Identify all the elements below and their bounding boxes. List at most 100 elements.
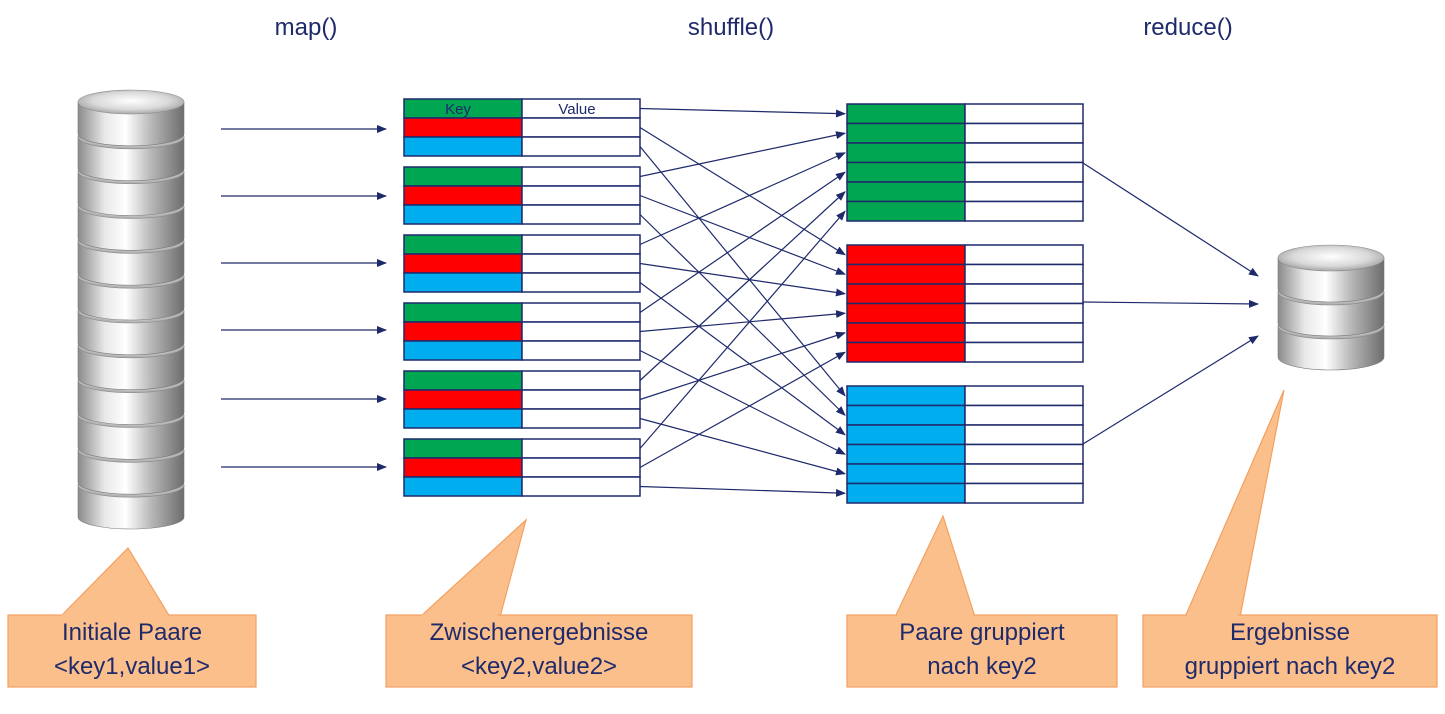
key-cell	[846, 200, 966, 222]
grouped-block-blue	[846, 385, 1084, 504]
shuffle-arrow	[639, 194, 846, 275]
value-cell	[964, 443, 1084, 465]
key-cell	[846, 424, 966, 446]
value-cell	[964, 181, 1084, 203]
value-column-header: Value	[558, 101, 595, 118]
value-cell	[964, 302, 1084, 324]
key-cell	[846, 404, 966, 426]
shuffle-arrow	[639, 262, 846, 297]
key-column-header: Key	[445, 101, 471, 118]
input-database-stack	[77, 89, 185, 530]
shuffle-arrow	[639, 152, 846, 246]
key-cell	[403, 204, 523, 225]
key-cell	[403, 370, 523, 391]
key-cell	[403, 457, 523, 478]
disk-side	[77, 380, 185, 425]
shuffle-arrow	[639, 131, 846, 178]
value-cell	[521, 272, 641, 293]
database-disk	[77, 89, 185, 147]
key-cell	[403, 321, 523, 342]
callout-box	[846, 614, 1118, 688]
shuffle-arrow	[639, 485, 846, 497]
shuffle-arrow	[639, 282, 846, 436]
value-cell	[521, 166, 641, 187]
database-disk	[1277, 244, 1385, 303]
shuffle-arrow	[639, 107, 846, 118]
value-cell	[964, 161, 1084, 183]
disk-side	[77, 136, 185, 181]
disk-side	[77, 310, 185, 356]
callout-joint	[897, 614, 973, 618]
key-cell	[846, 161, 966, 183]
shuffle-arrow	[639, 210, 846, 449]
disk-side	[77, 484, 185, 530]
value-cell	[964, 283, 1084, 305]
reduce-arrow	[1082, 299, 1259, 308]
key-cell	[403, 438, 523, 459]
callout-bubble	[846, 514, 1118, 688]
shuffle-arrow	[639, 214, 846, 416]
disk-side	[77, 171, 185, 216]
key-cell	[846, 122, 966, 144]
value-cell	[521, 234, 641, 255]
key-cell	[403, 234, 523, 255]
disk-top	[1277, 244, 1385, 272]
value-cell	[521, 302, 641, 323]
map-phase-title: map()	[274, 14, 338, 41]
key-cell	[846, 482, 966, 504]
key-cell	[846, 322, 966, 344]
value-cell	[964, 482, 1084, 504]
callout-box	[7, 614, 257, 688]
value-cell	[521, 204, 641, 225]
value-cell	[964, 122, 1084, 144]
disk-side	[77, 241, 185, 286]
shuffle-arrow	[639, 351, 846, 469]
callout-joint	[62, 614, 168, 618]
disk-side	[77, 415, 185, 460]
shuffle-arrow	[639, 191, 846, 381]
callout-bubble	[1142, 389, 1438, 688]
shuffle-phase-title: shuffle()	[687, 14, 775, 41]
value-cell	[964, 103, 1084, 125]
shuffle-arrow	[639, 146, 846, 397]
key-cell	[846, 385, 966, 407]
key-cell	[403, 136, 523, 157]
value-cell	[521, 321, 641, 342]
shuffle-arrow	[639, 126, 846, 256]
shuffle-arrow	[639, 417, 846, 476]
callout-bubble	[7, 547, 257, 688]
intermediate-block	[403, 370, 641, 429]
value-cell	[964, 200, 1084, 222]
reduce-phase-title: reduce()	[1143, 14, 1233, 41]
key-cell	[846, 103, 966, 125]
reduce-arrow	[1082, 162, 1259, 277]
value-cell	[521, 457, 641, 478]
intermediate-block	[403, 302, 641, 361]
shuffle-arrow	[639, 310, 846, 333]
key-cell	[403, 476, 523, 497]
output-database	[1277, 244, 1385, 371]
key-cell	[403, 117, 523, 138]
disk-side	[77, 345, 185, 390]
intermediate-block	[403, 438, 641, 497]
key-cell	[846, 283, 966, 305]
value-cell	[521, 476, 641, 497]
key-cell	[403, 253, 523, 274]
value-cell	[521, 185, 641, 206]
value-cell	[521, 117, 641, 138]
intermediate-results	[403, 98, 641, 497]
grouped-block-red	[846, 244, 1084, 363]
disk-side	[77, 450, 185, 495]
key-cell	[846, 244, 966, 266]
grouped-pairs	[846, 103, 1084, 504]
callouts	[7, 389, 1438, 688]
shuffle-arrow	[639, 349, 846, 455]
callout-pointer	[1184, 389, 1285, 618]
value-cell	[964, 341, 1084, 363]
value-cell	[964, 385, 1084, 407]
key-cell	[846, 443, 966, 465]
value-cell	[521, 253, 641, 274]
key-cell	[846, 142, 966, 164]
reduce-arrow	[1082, 335, 1259, 445]
